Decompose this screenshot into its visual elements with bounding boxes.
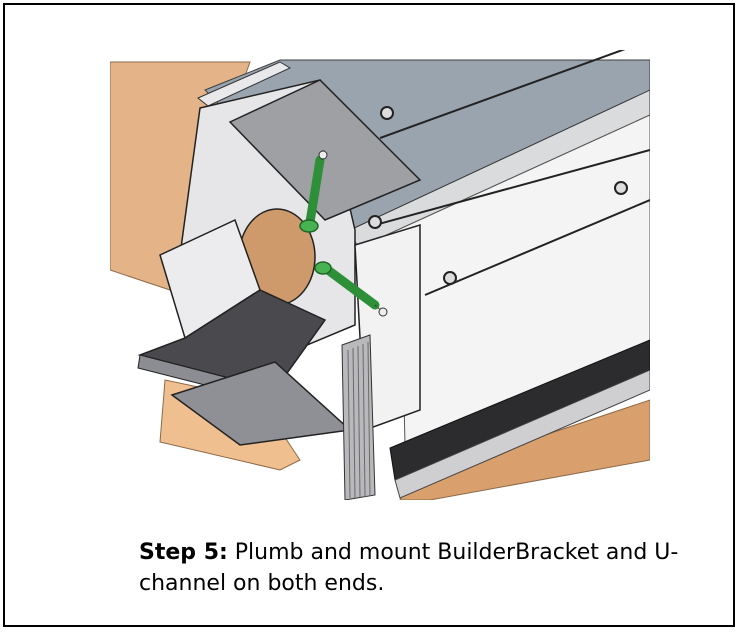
green-screw [314, 261, 388, 317]
step-caption: Step 5: Plumb and mount BuilderBracket a… [139, 537, 729, 599]
installation-illustration [110, 50, 650, 500]
bracket-top-flange [228, 79, 422, 221]
step-label: Step 5: [139, 540, 228, 565]
bottom-track [389, 339, 650, 481]
instruction-card: Step 5: Plumb and mount BuilderBracket a… [3, 3, 735, 627]
header-rail [197, 61, 292, 107]
step-text: Plumb and mount BuilderBracket and U-cha… [139, 540, 679, 596]
green-screw [299, 149, 328, 233]
